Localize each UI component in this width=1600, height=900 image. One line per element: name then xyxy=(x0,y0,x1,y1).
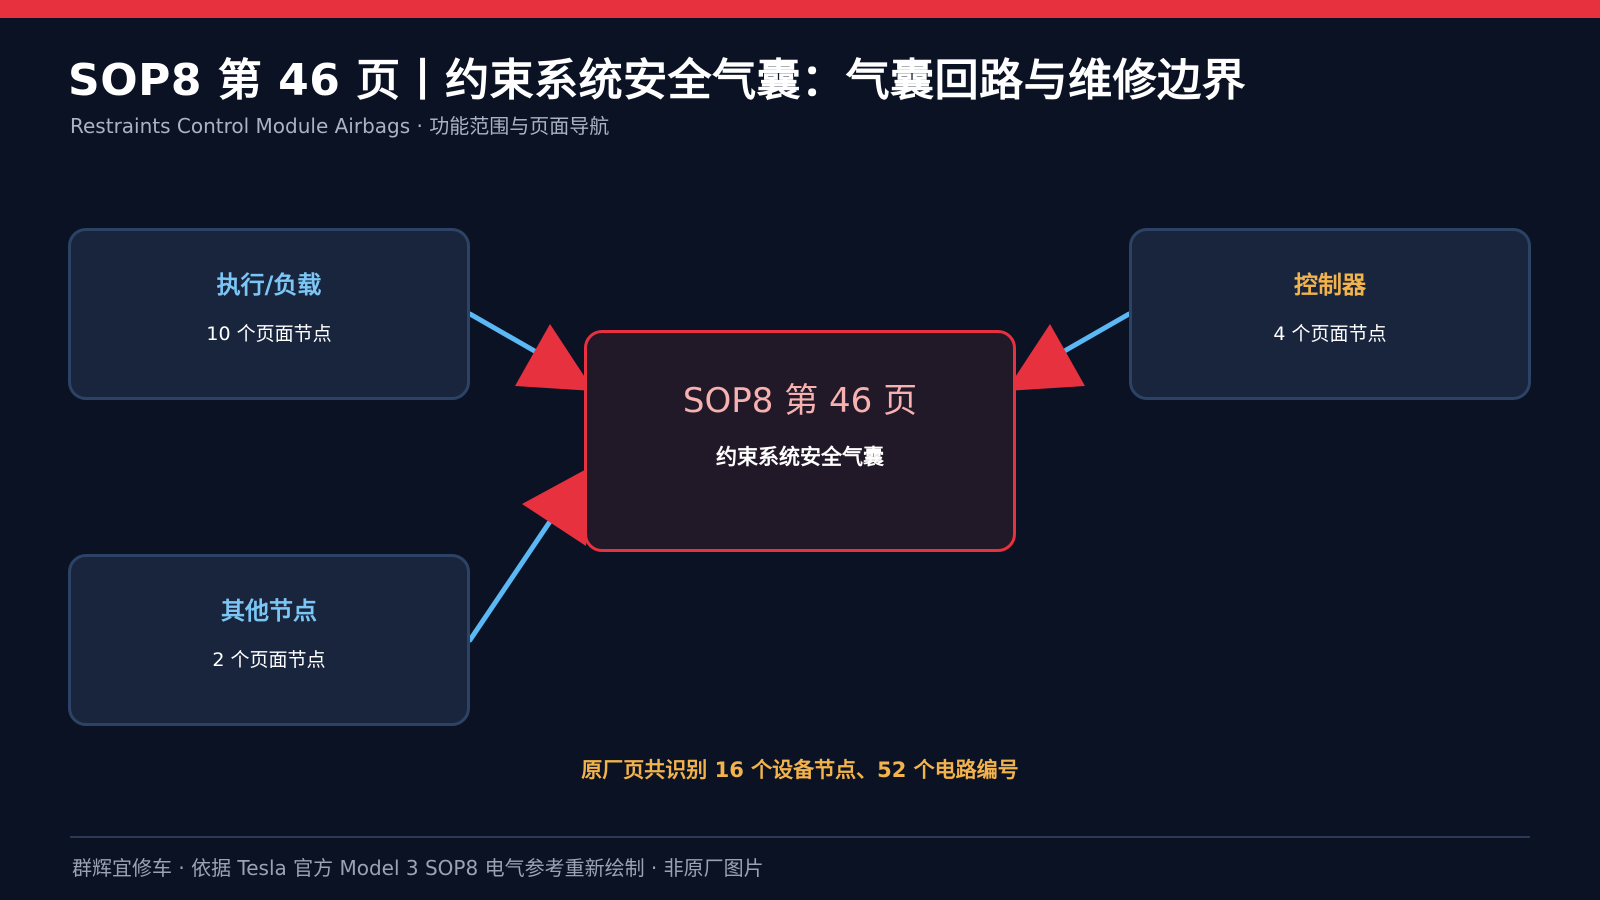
node-controllers: 控制器 4 个页面节点 xyxy=(1129,228,1531,400)
node-other-title: 其他节点 xyxy=(221,597,317,625)
node-actuators-count: 10 个页面节点 xyxy=(206,323,332,345)
node-actuators: 执行/负载 10 个页面节点 xyxy=(68,228,470,400)
center-node-label: 约束系统安全气囊 xyxy=(716,445,884,469)
node-other: 其他节点 2 个页面节点 xyxy=(68,554,470,726)
arrowhead-actuators xyxy=(515,324,594,391)
node-controllers-title: 控制器 xyxy=(1294,271,1366,299)
summary-note: 原厂页共识别 16 个设备节点、52 个电路编号 xyxy=(581,758,1019,782)
center-node-title: SOP8 第 46 页 xyxy=(682,381,918,421)
connector-controllers xyxy=(1051,311,1132,360)
connector-actuators xyxy=(467,311,548,360)
accent-top-bar xyxy=(0,0,1600,18)
page-title: SOP8 第 46 页丨约束系统安全气囊：气囊回路与维修边界 xyxy=(68,55,1247,106)
center-node: SOP8 第 46 页 约束系统安全气囊 xyxy=(584,330,1016,552)
node-actuators-title: 执行/负载 xyxy=(216,271,322,299)
connector-other xyxy=(467,514,556,643)
node-controllers-count: 4 个页面节点 xyxy=(1273,323,1387,345)
arrowhead-other xyxy=(522,466,592,546)
footer-credit: 群辉宜修车 · 依据 Tesla 官方 Model 3 SOP8 电气参考重新绘… xyxy=(72,856,764,880)
node-other-count: 2 个页面节点 xyxy=(212,649,326,671)
page-subtitle: Restraints Control Module Airbags · 功能范围… xyxy=(70,114,610,138)
footer-divider xyxy=(70,836,1530,838)
arrowhead-controllers xyxy=(1006,324,1085,391)
